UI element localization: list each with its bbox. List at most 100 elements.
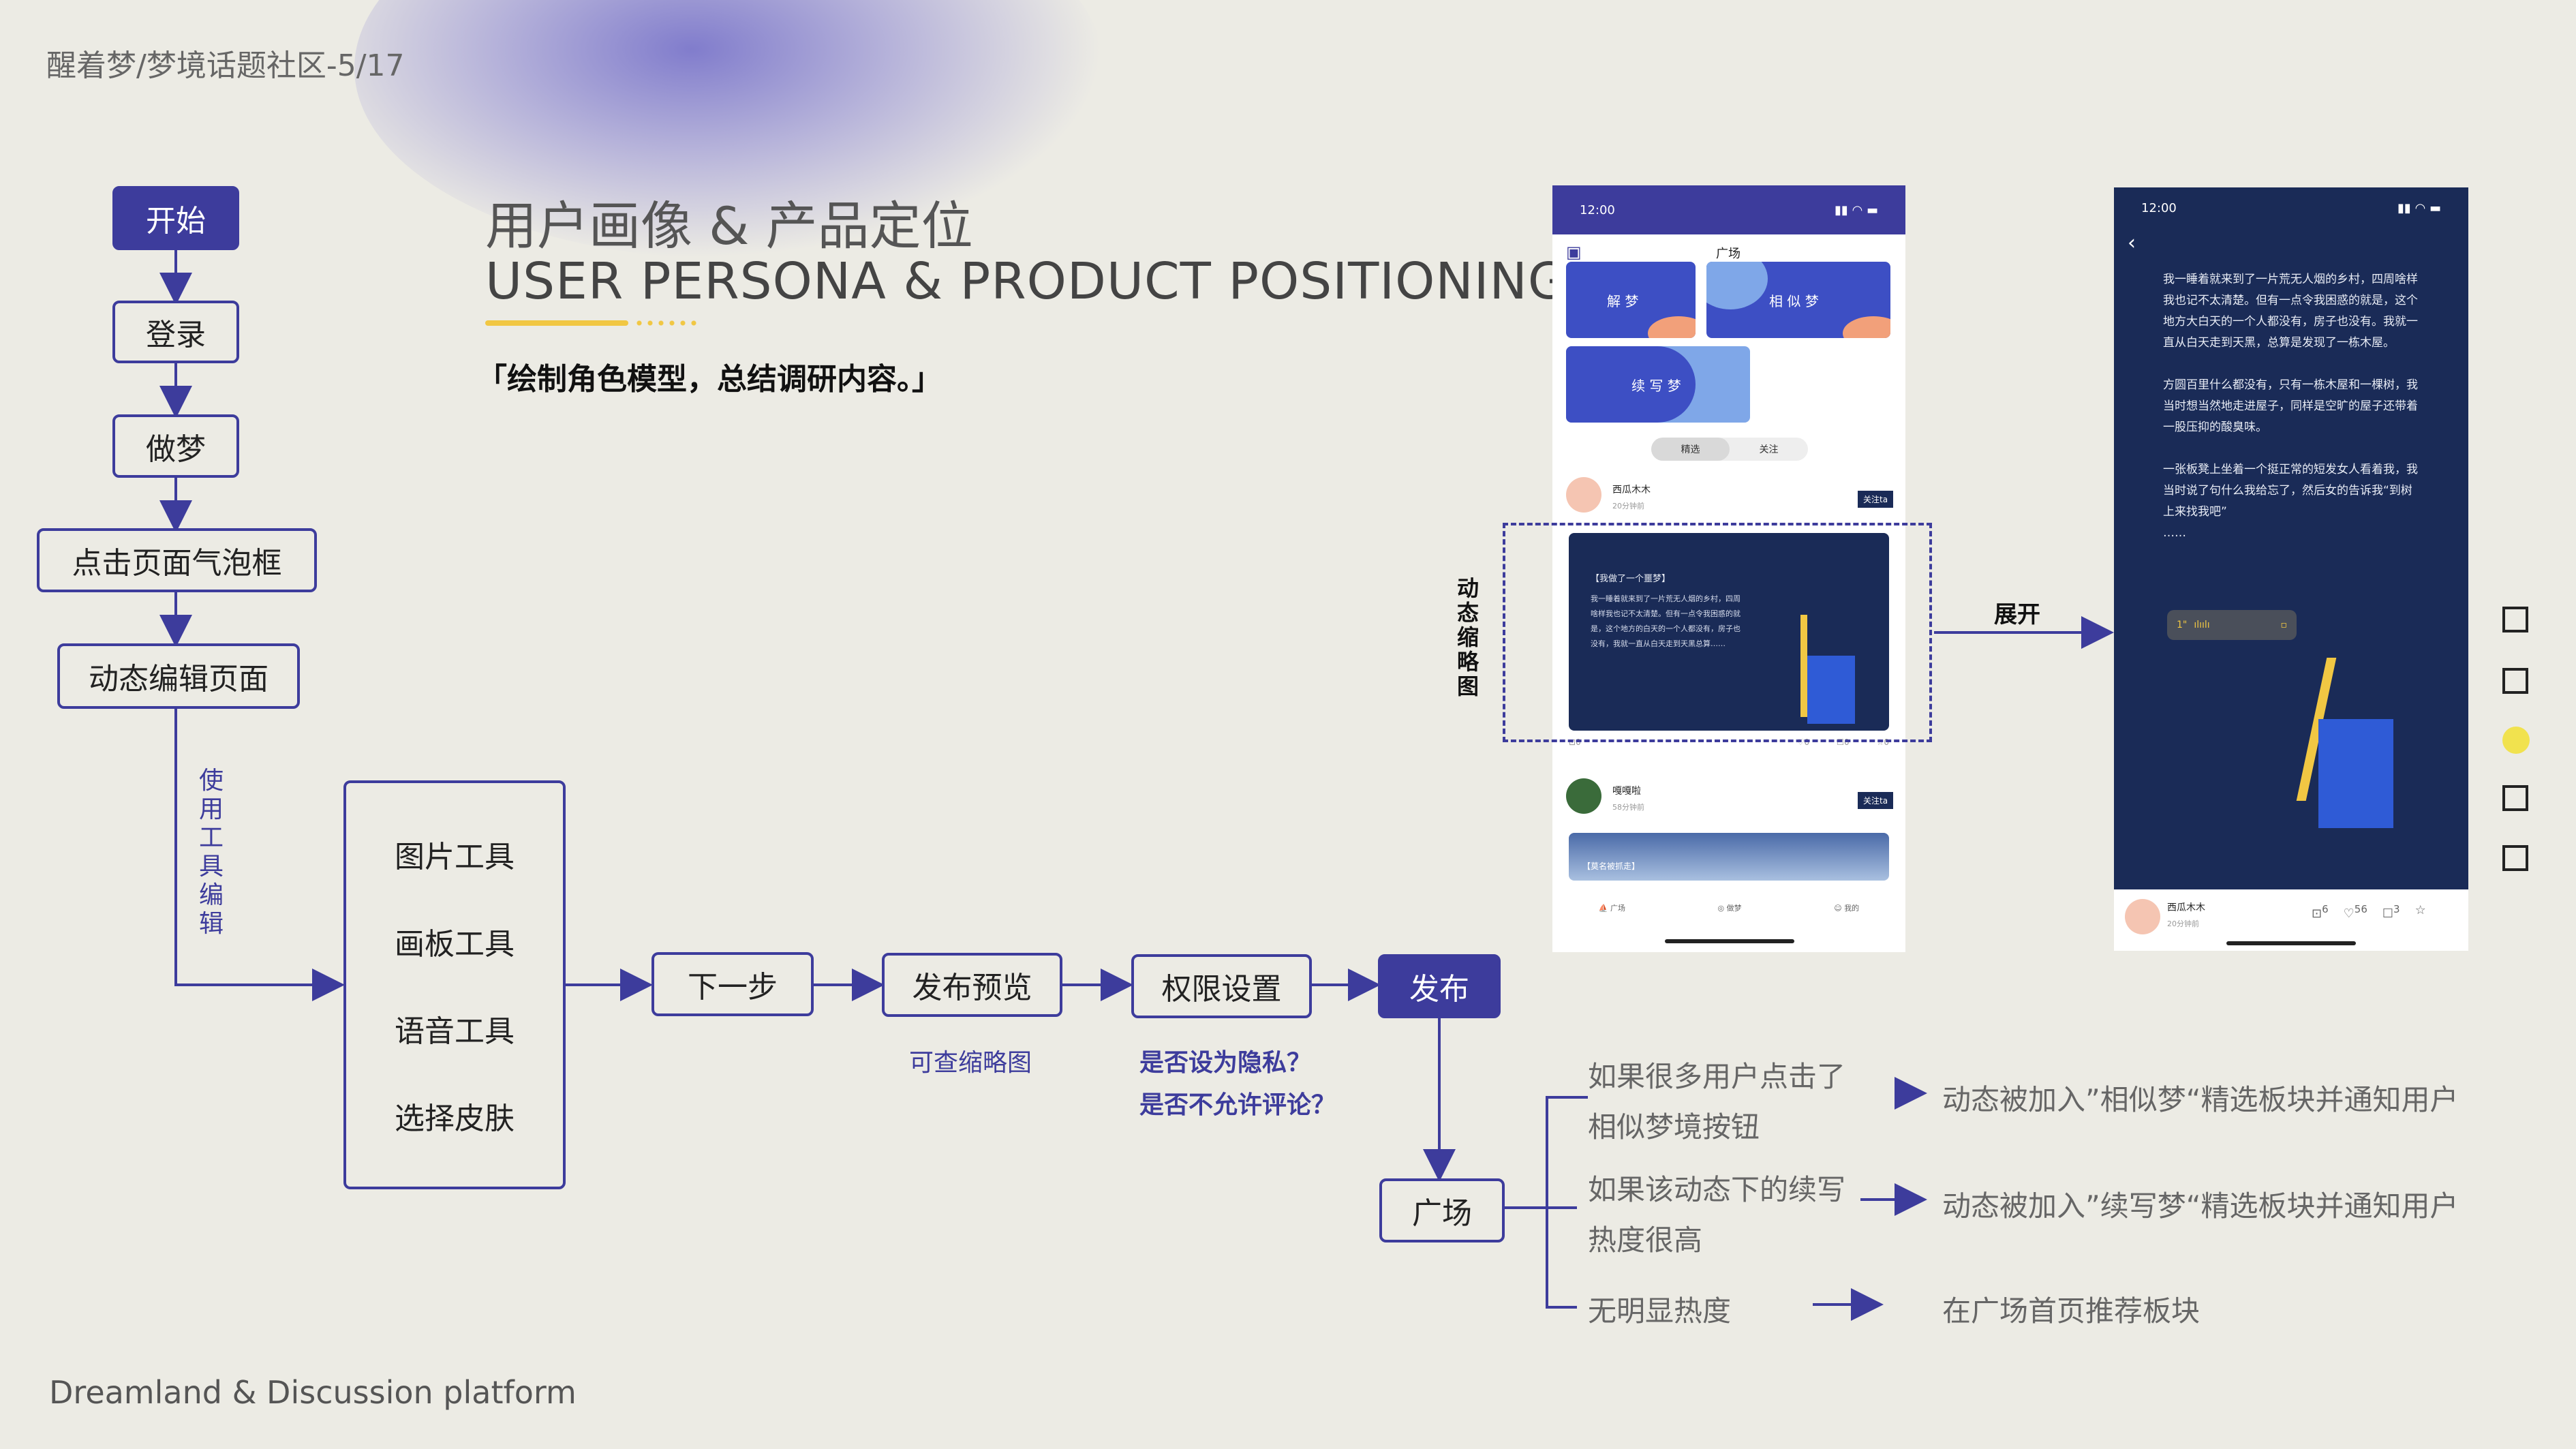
page-header: 醒着梦/梦境话题社区-5/17 — [46, 48, 405, 83]
follow-button[interactable]: 关注ta — [1858, 491, 1894, 508]
tab-following[interactable]: 关注 — [1759, 444, 1779, 455]
post-para-1: 我一睡着就来到了一片荒无人烟的乡村，四周啥样我也记不太清楚。但有一点令我困惑的就… — [2163, 273, 2418, 350]
next-step-node: 下一步 — [651, 952, 814, 1016]
card-decor — [1648, 316, 1696, 338]
avatar[interactable] — [1566, 477, 1601, 513]
permission-note-1: 是否设为隐私？ — [1139, 1049, 1312, 1077]
waveform-icon: ılıılı — [2194, 620, 2210, 630]
card-continue[interactable]: 续 写 梦 — [1566, 346, 1750, 423]
phone-expanded-screen: 12:00 ▮▮ ◠ ▬ ‹ 我一睡着就来到了一片荒无人烟的乡村，四周啥样我也记… — [2114, 187, 2468, 951]
phone1-header: ▣ 广场 — [1552, 234, 1905, 269]
like-icon[interactable]: ♡56 — [2343, 903, 2367, 921]
status-time: 12:00 — [1580, 202, 1615, 217]
dream-node: 做梦 — [112, 414, 239, 478]
card-similar[interactable]: 相 似 梦 — [1706, 262, 1890, 338]
permission-node: 权限设置 — [1131, 954, 1312, 1018]
thumbnail-highlight — [1503, 523, 1932, 742]
nav-square[interactable]: ⛵ 广场 — [1598, 904, 1625, 913]
post-user-time: 20分钟前 — [2167, 919, 2199, 928]
login-node: 登录 — [112, 301, 239, 363]
expand-label: 展开 — [1994, 601, 2040, 628]
avatar[interactable] — [2125, 899, 2160, 934]
post-para-2: 方圆百里什么都没有，只有一栋木屋和一棵树，我当时想当然地走进屋子，同样是空旷的屋… — [2163, 378, 2418, 434]
branch2-result: 动态被加入”续写梦“精选板块并通知用户 — [1942, 1189, 2459, 1223]
tool-voice: 语音工具 — [395, 1014, 515, 1049]
branch2-cond-2: 热度很高 — [1588, 1223, 1703, 1257]
branch3-cond: 无明显热度 — [1588, 1294, 1732, 1328]
post1-time: 20分钟前 — [1612, 502, 1644, 510]
post2-user: 嘎嘎啦 — [1612, 786, 1641, 797]
post2-heading: 【莫名被抓走】 — [1582, 861, 1640, 871]
skin-option-1[interactable] — [2502, 607, 2528, 632]
back-icon[interactable]: ‹ — [2128, 231, 2136, 255]
illustration-decor — [2318, 719, 2393, 828]
start-node: 开始 — [112, 186, 239, 250]
share-icon[interactable]: ⊡6 — [2312, 903, 2329, 921]
post2-time: 58分钟前 — [1612, 803, 1644, 812]
title-underline — [485, 320, 628, 326]
page-footer: Dreamland & Discussion platform — [49, 1374, 577, 1411]
phone-square-screen: 12:00 ▮▮ ◠ ▬ ▣ 广场 解 梦 相 似 梦 续 写 梦 精选 关注 … — [1552, 185, 1905, 952]
home-indicator — [1665, 939, 1794, 943]
delete-icon[interactable]: ▫ — [2280, 620, 2288, 630]
post-actions: ⊡6 ♡56 ☐3 ☆ — [2312, 903, 2426, 921]
branch1-result: 动态被加入”相似梦“精选板块并通知用户 — [1942, 1083, 2459, 1116]
post-footer: 西瓜木木 20分钟前 ⊡6 ♡56 ☐3 ☆ — [2114, 889, 2468, 951]
comment-icon[interactable]: ☐0 — [1837, 737, 1850, 747]
nav-mine[interactable]: ☺ 我的 — [1834, 904, 1860, 913]
status-icons: ▮▮ ◠ ▬ — [1835, 202, 1878, 217]
like-icon[interactable]: ♡0 — [1796, 737, 1810, 747]
avatar[interactable] — [1566, 778, 1601, 814]
tools-box: 图片工具 画板工具 语音工具 选择皮肤 — [343, 780, 566, 1189]
branch3-result: 在广场首页推荐板块 — [1942, 1294, 2201, 1328]
edit-tools-label: 使用工具编辑 — [198, 767, 224, 938]
skin-option-4[interactable] — [2502, 845, 2528, 871]
skin-option-selected[interactable] — [2502, 727, 2530, 754]
subtitle: 「绘制角色模型，总结调研内容。」 — [477, 362, 942, 397]
title-cn: 用户画像 & 产品定位 — [485, 196, 973, 256]
star-icon[interactable]: ☆0 — [1876, 737, 1889, 747]
permission-note-2: 是否不允许评论？ — [1139, 1091, 1336, 1119]
preview-node: 发布预览 — [882, 953, 1062, 1017]
post1-user: 西瓜木木 — [1612, 485, 1651, 495]
comment-icon[interactable]: ☐3 — [2382, 903, 2400, 921]
card-decor — [1843, 316, 1890, 338]
status-bar: 12:00 ▮▮ ◠ ▬ — [2141, 201, 2441, 215]
card-similar-label: 相 似 梦 — [1769, 293, 1819, 309]
card-interpret[interactable]: 解 梦 — [1566, 262, 1696, 338]
home-indicator — [2226, 941, 2356, 945]
skin-option-3[interactable] — [2502, 785, 2528, 811]
preview-note: 可查缩略图 — [909, 1049, 1032, 1077]
tool-canvas: 画板工具 — [395, 927, 515, 962]
post-user: 西瓜木木 — [2167, 902, 2205, 913]
skin-option-2[interactable] — [2502, 668, 2528, 694]
status-bar: 12:00 ▮▮ ◠ ▬ — [1552, 185, 1905, 234]
post1-text: 我一睡着就来到了一片荒无人烟的乡村，四周啥样我也记不太清楚。但有一点令我困惑的就… — [1591, 594, 1741, 648]
illustration-decor — [1800, 615, 1807, 717]
click-bubble-node: 点击页面气泡框 — [37, 528, 317, 592]
voice-duration: 1" — [2177, 620, 2188, 630]
status-icons: ▮▮ ◠ ▬ — [2397, 201, 2441, 215]
card-interpret-label: 解 梦 — [1607, 293, 1639, 309]
follow-button[interactable]: 关注ta — [1858, 792, 1894, 809]
post-ellipsis: …… — [2163, 526, 2186, 540]
branch1-cond-2: 相似梦境按钮 — [1588, 1110, 1760, 1144]
post1-thumbnail[interactable]: 【我做了一个噩梦】 我一睡着就来到了一片荒无人烟的乡村，四周啥样我也记不太清楚。… — [1569, 533, 1889, 731]
voice-message[interactable]: 1" ılıılı ▫ — [2167, 610, 2297, 640]
post1-heading: 【我做了一个噩梦】 — [1591, 574, 1671, 584]
share-icon[interactable]: ⊡0 — [1569, 737, 1581, 747]
title-en: USER PERSONA & PRODUCT POSITIONING — [485, 252, 1568, 311]
calendar-icon[interactable]: ▣ — [1566, 243, 1582, 262]
card-decor — [1566, 346, 1696, 423]
card-decor — [1706, 262, 1768, 309]
nav-dream[interactable]: ◎ 做梦 — [1717, 904, 1742, 913]
status-time: 12:00 — [2141, 201, 2177, 215]
publish-node: 发布 — [1378, 954, 1501, 1018]
phone1-title: 广场 — [1716, 247, 1741, 261]
star-icon[interactable]: ☆ — [2414, 903, 2426, 917]
post2-thumbnail[interactable]: 【莫名被抓走】 — [1569, 833, 1889, 881]
tab-featured[interactable]: 精选 — [1651, 438, 1730, 461]
post-para-3: 一张板凳上坐着一个挺正常的短发女人看着我，我当时说了句什么我给忘了，然后女的告诉… — [2163, 463, 2418, 519]
branch1-cond-1: 如果很多用户点击了 — [1588, 1060, 1846, 1093]
